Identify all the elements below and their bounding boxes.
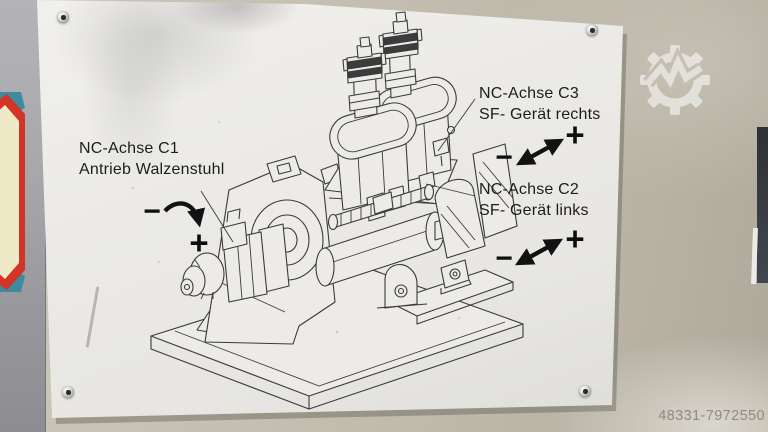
label-c1-subtitle: Antrieb Walzenstuhl	[79, 161, 225, 178]
screw-hole	[66, 390, 71, 395]
c1-plus-marker: +	[189, 224, 209, 261]
c3-direction-arrow	[515, 138, 565, 166]
sign-board: NC-Achse C1 Antrieb Walzenstuhl NC-Achse…	[37, 0, 623, 418]
octagon-warning-sign-partial	[0, 92, 25, 292]
label-c2-subtitle: SF- Gerät links	[479, 202, 589, 219]
c1-minus-marker: −	[143, 195, 161, 228]
label-c1: NC-Achse C1 Antrieb Walzenstuhl	[79, 138, 225, 180]
c2-plus-marker: +	[565, 220, 585, 257]
screw-hole	[583, 389, 588, 394]
gear-m-watermark-icon	[640, 45, 710, 115]
c3-minus-marker: −	[495, 141, 513, 174]
photo-id-label: 48331-7972550	[658, 408, 765, 424]
dark-frame-edge	[757, 127, 768, 283]
near-bearing-pillow	[434, 178, 486, 259]
m-pulse-line	[645, 54, 703, 88]
label-c1-title: NC-Achse C1	[79, 140, 180, 157]
mounting-screw-bottom-left	[62, 386, 74, 398]
c2-minus-marker: −	[495, 242, 513, 275]
mounting-screw-bottom-right	[579, 385, 591, 397]
label-c2: NC-Achse C2 SF- Gerät links	[479, 179, 589, 221]
mounting-screw-top-left	[57, 11, 69, 23]
label-c3-title: NC-Achse C3	[479, 85, 580, 102]
label-c2-title: NC-Achse C2	[479, 181, 580, 198]
screw-hole	[590, 28, 595, 33]
c1-rotation-arrow	[163, 201, 206, 228]
c2-direction-arrow	[514, 238, 564, 266]
octagon-cream-center	[0, 105, 19, 279]
screw-hole	[61, 15, 66, 20]
side-wall	[0, 0, 46, 432]
c3-plus-marker: +	[565, 116, 585, 153]
mounting-screw-top-right	[586, 24, 598, 36]
